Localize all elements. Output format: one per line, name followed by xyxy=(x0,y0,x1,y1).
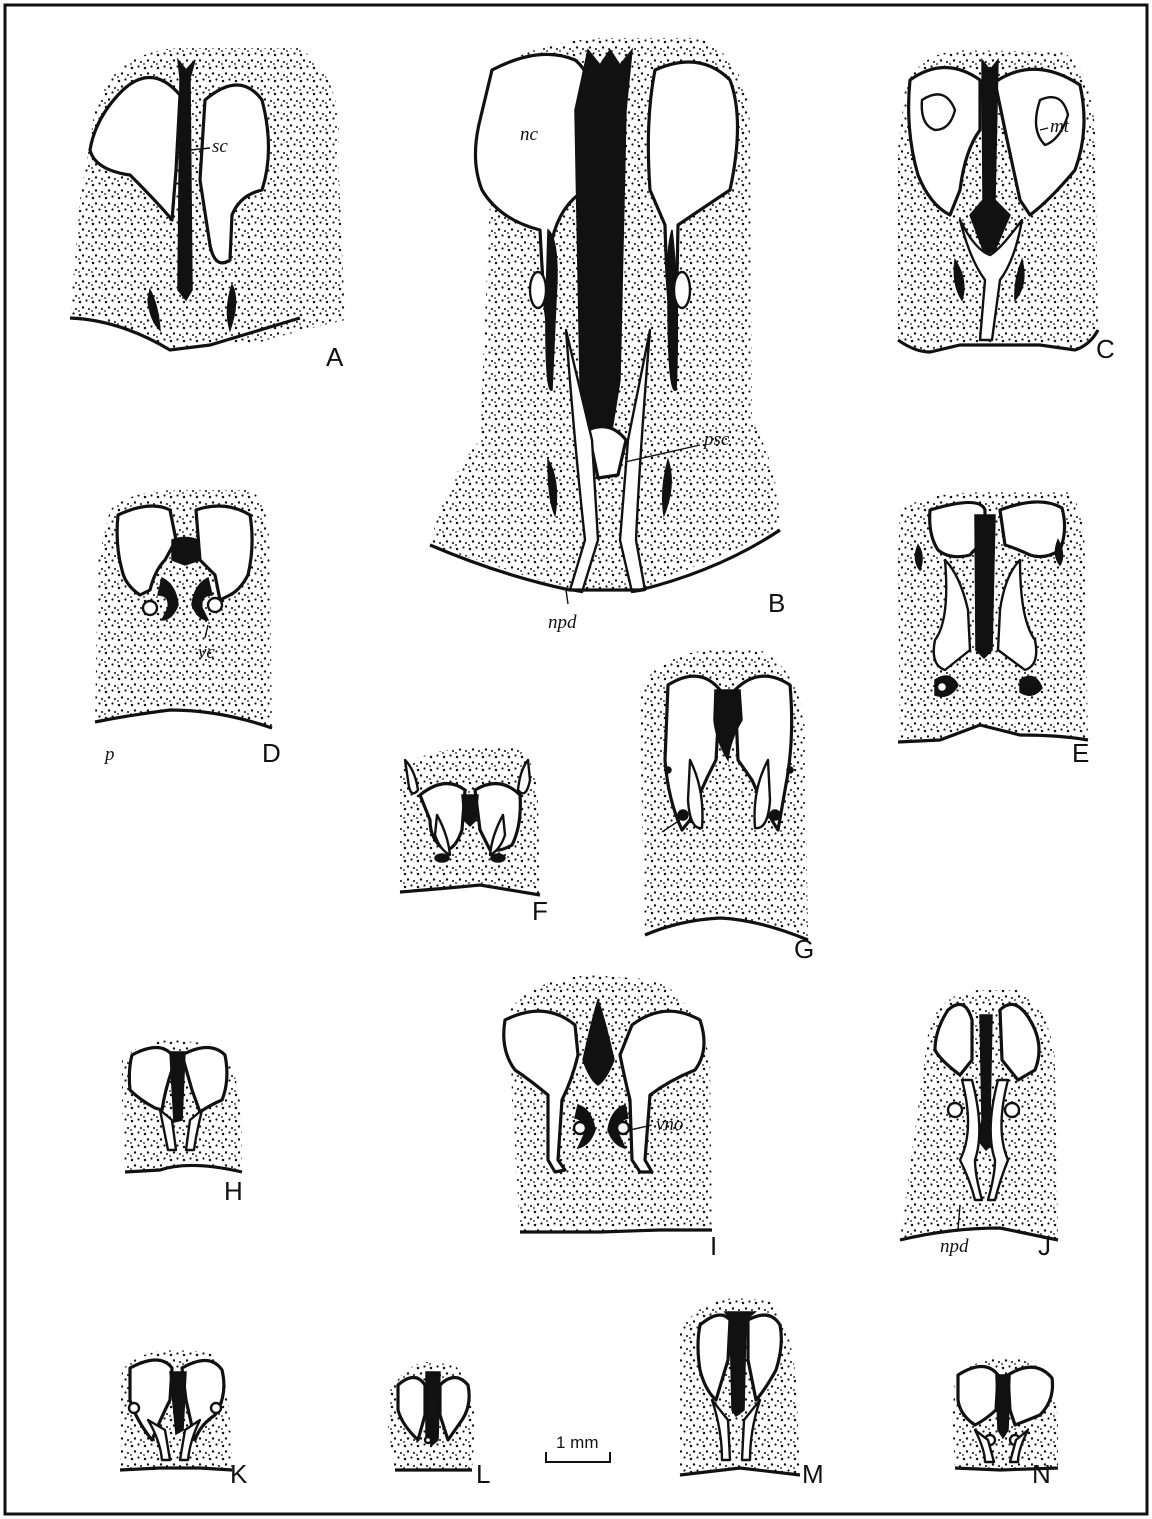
panel-letter-l: L xyxy=(476,1459,490,1489)
panel-letter-d: D xyxy=(262,738,281,768)
label-p: p xyxy=(103,744,115,765)
panel-letter-h: H xyxy=(224,1176,243,1206)
section-panel-l: L xyxy=(388,1362,490,1489)
label-npd-b: npd xyxy=(548,612,577,633)
section-panel-i: vno I xyxy=(504,975,717,1261)
label-npd-j: npd xyxy=(940,1236,969,1257)
section-panel-n: N xyxy=(952,1358,1058,1489)
section-panel-k: K xyxy=(120,1350,248,1489)
panel-letter-m: M xyxy=(802,1459,824,1489)
panel-letter-a: A xyxy=(326,342,344,372)
label-vno: vno xyxy=(656,1114,683,1135)
panel-letter-c: C xyxy=(1096,334,1115,364)
panel-letter-i: I xyxy=(710,1231,717,1261)
section-panel-d: vc p D xyxy=(95,490,281,768)
label-sc: sc xyxy=(212,136,228,157)
section-panel-h: H xyxy=(122,1040,243,1206)
panel-letter-e: E xyxy=(1072,738,1089,768)
panel-letter-b: B xyxy=(768,588,785,618)
section-panel-e: E xyxy=(898,492,1089,768)
panel-letter-g: G xyxy=(794,934,814,964)
section-panel-f: F xyxy=(400,748,548,926)
section-panel-c: mt C xyxy=(898,50,1115,364)
panel-letter-j: J xyxy=(1038,1231,1051,1261)
scale-bar: 1 mm xyxy=(546,1433,610,1462)
section-panel-b: psc nc npd B xyxy=(430,38,785,633)
panel-letter-k: K xyxy=(230,1459,248,1489)
section-panel-m: M xyxy=(680,1298,824,1489)
panel-letter-f: F xyxy=(532,896,548,926)
panel-letter-n: N xyxy=(1032,1459,1051,1489)
label-psc: psc xyxy=(702,429,730,450)
scale-bar-label: 1 mm xyxy=(556,1433,599,1452)
label-vc: vc xyxy=(198,642,215,663)
section-panel-g: G xyxy=(640,650,814,964)
label-mt: mt xyxy=(1050,116,1070,137)
section-panel-a: sc A xyxy=(70,48,345,372)
label-nc: nc xyxy=(520,124,539,145)
section-panel-j: npd J xyxy=(900,990,1058,1261)
